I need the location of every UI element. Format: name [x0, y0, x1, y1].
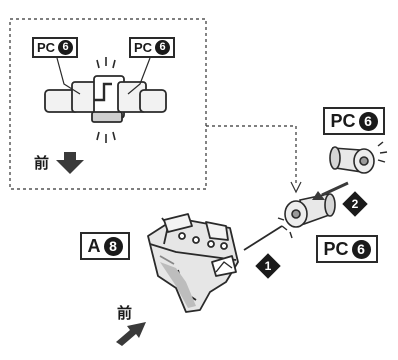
inset-front-label: 前 — [34, 154, 50, 172]
front-arrow — [116, 322, 146, 346]
inset-frame — [9, 18, 207, 190]
inset-pc-label-left: PC 6 — [32, 37, 78, 58]
label-part: A — [87, 235, 101, 256]
inset-leader-lines — [56, 57, 151, 95]
part-a-shade — [160, 262, 196, 308]
part-a-label: A 8 — [80, 232, 130, 260]
inset-tick-marks — [96, 57, 116, 143]
dashed-leader — [206, 125, 297, 184]
pc-top-label: PC 6 — [323, 107, 385, 135]
pc-bottom-label: PC 6 — [316, 235, 378, 263]
step-2-number: 2 — [351, 197, 359, 211]
step-1-number: 1 — [264, 259, 272, 273]
inset-front-arrow — [56, 152, 84, 174]
label-part: PC — [323, 238, 349, 259]
inset-connector — [44, 75, 167, 123]
label-number: 6 — [155, 40, 171, 55]
step-1-marker: 1 — [257, 255, 279, 277]
pc-mid-ticks — [277, 217, 293, 239]
inset-pc-label-right: PC 6 — [129, 37, 175, 58]
step-2-marker: 2 — [344, 193, 366, 215]
step2-arrowhead — [312, 191, 325, 200]
pc-top-ticks — [377, 141, 388, 163]
label-number: 6 — [351, 239, 371, 259]
step1-line — [243, 225, 283, 251]
pc-part-top — [329, 146, 375, 174]
label-number: 8 — [103, 236, 123, 256]
step2-arrow-line — [321, 181, 349, 197]
label-number: 6 — [358, 111, 378, 131]
label-part: PC — [133, 40, 153, 55]
dashed-leader-arrowhead — [290, 181, 302, 194]
label-number: 6 — [58, 40, 74, 55]
label-part: PC — [36, 40, 56, 55]
label-part: PC — [330, 110, 356, 131]
pc-part-middle — [284, 193, 336, 228]
front-label: 前 — [117, 304, 133, 322]
